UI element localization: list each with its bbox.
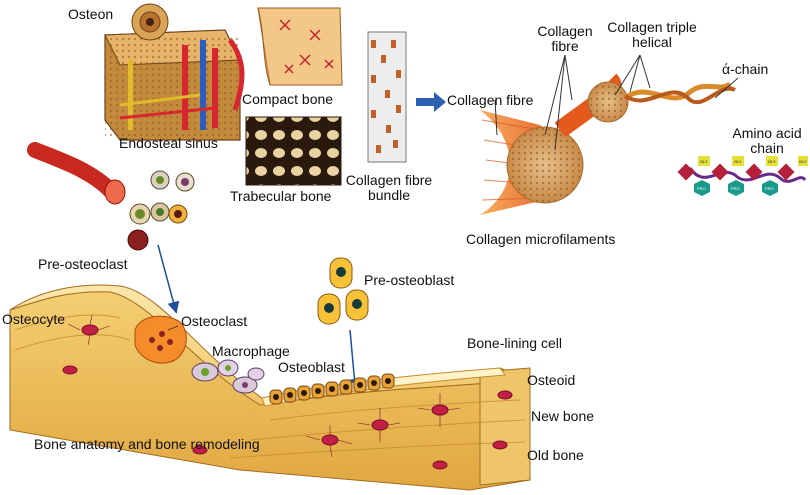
amino-tag-1: GLY bbox=[734, 159, 742, 164]
label-collagen-fibre-bundle-line1: Collagen fibre bbox=[345, 172, 433, 188]
blood-vessel-illustration bbox=[27, 142, 126, 205]
compact-bone-illustration bbox=[257, 7, 343, 86]
label-trabecular-bone: Trabecular bone bbox=[230, 188, 332, 204]
label-triple-helical-line1: Collagen triple bbox=[607, 19, 697, 35]
label-triple-helical-line2: helical bbox=[632, 33, 672, 50]
label-osteoid: Osteoid bbox=[527, 372, 576, 388]
label-osteoclast: Osteoclast bbox=[181, 313, 248, 329]
label-compact-bone: Compact bone bbox=[242, 91, 334, 107]
label-collagen-fibre: Collagen fibre bbox=[528, 24, 602, 53]
amino-acid-chain-illustration: GLY GLY GLY GLY PRO PRO PRO bbox=[677, 156, 808, 196]
pre-osteoclast-arrow bbox=[157, 244, 180, 314]
amino-side-1: PRO bbox=[731, 186, 740, 191]
label-new-bone: New bone bbox=[531, 408, 595, 424]
label-osteoblast: Osteoblast bbox=[278, 359, 345, 375]
label-alpha-chain: ά-chain bbox=[722, 61, 769, 77]
amino-tag-0: GLY bbox=[700, 159, 708, 164]
label-amino-acid-line2: chain bbox=[750, 139, 784, 156]
label-collagen-fibre-bundle-line2: bundle bbox=[367, 186, 411, 203]
label-collagen-microfilaments: Collagen microfilaments bbox=[466, 231, 616, 247]
trabecular-bone-illustration bbox=[245, 116, 342, 186]
collagen-fibre-bundle-illustration bbox=[367, 31, 407, 163]
amino-tag-3: GLY bbox=[799, 159, 807, 164]
label-pre-osteoclast: Pre-osteoclast bbox=[38, 256, 128, 272]
label-collagen-fibre-line2: fibre bbox=[551, 37, 579, 54]
pre-osteoblast-cells bbox=[317, 257, 369, 325]
amino-side-0: PRO bbox=[697, 186, 706, 191]
label-collagen-fibre-line1: Collagen bbox=[537, 23, 593, 39]
label-old-bone: Old bone bbox=[527, 447, 584, 463]
label-endosteal-sinus: Endosteal sinus bbox=[119, 135, 218, 151]
label-collagen-fibre-bundle: Collagen fibre bundle bbox=[344, 173, 434, 202]
label-pre-osteoblast: Pre-osteoblast bbox=[364, 272, 455, 288]
label-amino-acid-line1: Amino acid bbox=[732, 125, 802, 141]
collagen-fibre-illustration bbox=[480, 54, 739, 215]
label-macrophage: Macrophage bbox=[212, 343, 290, 359]
amino-tag-2: GLY bbox=[768, 159, 776, 164]
blue-arrow-icon bbox=[416, 92, 446, 112]
pre-osteoblast-arrow bbox=[348, 329, 361, 391]
osteon-illustration bbox=[104, 3, 245, 141]
label-amino-acid-chain: Amino acid chain bbox=[724, 126, 810, 155]
diagram-caption: Bone anatomy and bone remodeling bbox=[34, 436, 260, 452]
label-osteocyte: Osteocyte bbox=[2, 311, 66, 327]
label-osteon: Osteon bbox=[68, 6, 114, 22]
pre-osteoclast-cells bbox=[127, 170, 195, 251]
label-collagen-fibre-arrow: Collagen fibre bbox=[447, 92, 534, 108]
label-bone-lining-cell: Bone-lining cell bbox=[467, 335, 562, 351]
amino-side-2: PRO bbox=[765, 186, 774, 191]
bone-remodeling-illustration bbox=[9, 284, 531, 491]
label-collagen-triple-helical: Collagen triple helical bbox=[600, 20, 704, 49]
osteoclast-pointer bbox=[167, 325, 179, 331]
